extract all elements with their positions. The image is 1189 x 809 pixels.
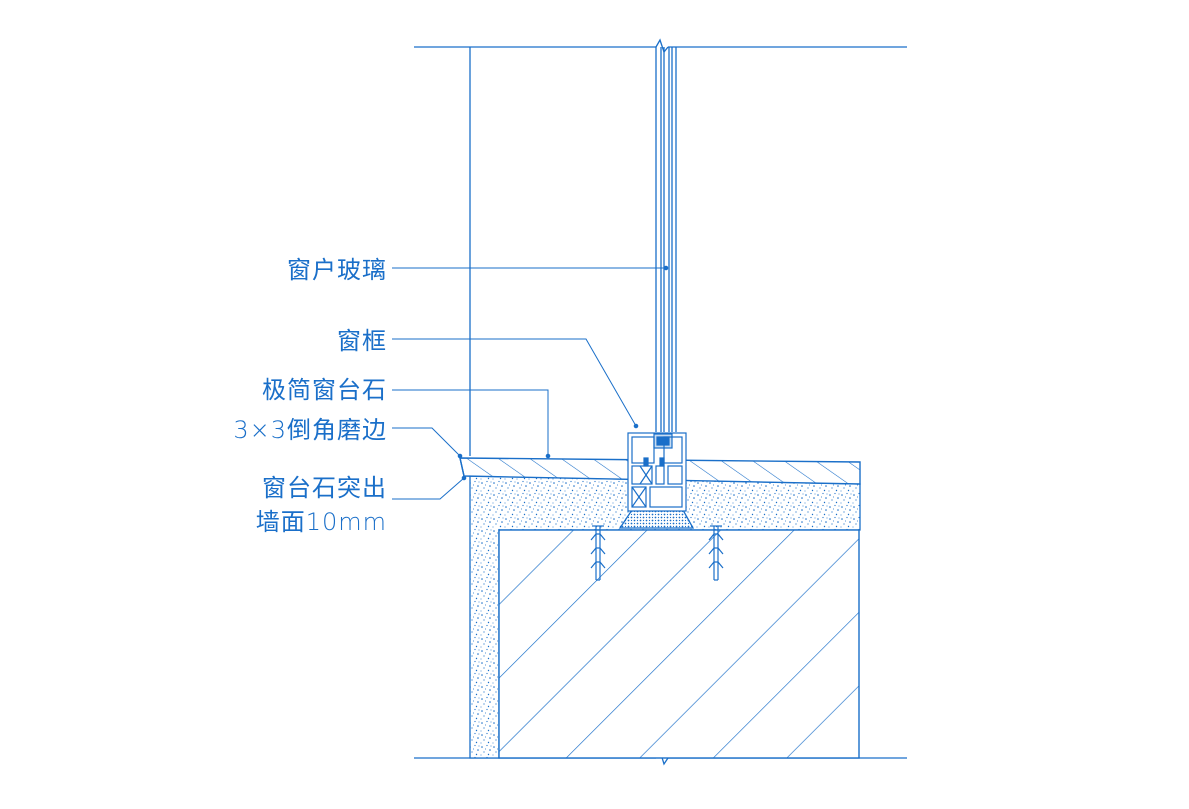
- sill-stone-label: 极简窗台石: [262, 376, 387, 404]
- leader-sill-stone: [392, 389, 551, 459]
- projection-label-line2: 墙面10mm: [256, 508, 387, 536]
- glass-label: 窗户玻璃: [287, 256, 387, 284]
- chamfer-label: 3×3倒角磨边: [233, 416, 387, 444]
- leader-chamfer: [392, 427, 463, 459]
- frame-label: 窗框: [337, 327, 387, 355]
- anchor-bolt-right: [708, 525, 724, 581]
- top-break-line: [414, 38, 907, 54]
- window-frame: [627, 432, 687, 512]
- leader-frame: [392, 338, 639, 429]
- leader-glass: [392, 265, 669, 271]
- sealant-block: [618, 509, 695, 529]
- anchor-bolt-left: [590, 525, 606, 581]
- projection-label-line1: 窗台石突出: [262, 474, 387, 502]
- glass-pane: [655, 47, 677, 432]
- leader-projection: [392, 475, 467, 500]
- wall-structure: [498, 529, 860, 759]
